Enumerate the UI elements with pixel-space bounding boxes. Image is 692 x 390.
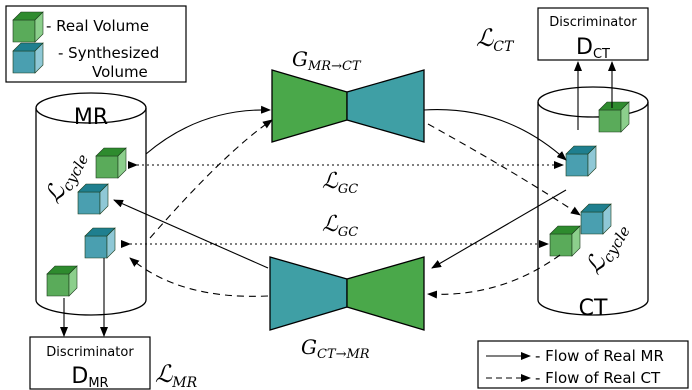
arrow-ct-to-gen-dashed xyxy=(427,254,561,299)
legend-synth-label-1: - Synthesized xyxy=(58,44,159,62)
loss-mr-label: ℒMR xyxy=(155,360,198,390)
arrow-gen-to-mr-solid xyxy=(113,199,269,269)
loss-gc-bottom-label: ℒGC xyxy=(322,212,358,240)
cube-front-face xyxy=(77,191,101,215)
cube-side-face xyxy=(571,225,581,257)
legend-synth-cube-icon xyxy=(12,42,44,74)
cube-side-face xyxy=(106,227,116,259)
mr-synth-volume-lower-icon xyxy=(84,227,116,259)
loss-ct-label: ℒCT xyxy=(476,24,515,55)
generator-mr-to-ct-label: GMR→CT xyxy=(292,47,362,74)
cube-front-face xyxy=(565,153,589,177)
mr-synth-volume-upper-icon xyxy=(77,183,109,215)
arrow-ct-to-gen-solid xyxy=(431,189,567,269)
discriminator-mr-title: Discriminator xyxy=(46,345,134,360)
arrow-gen-to-ct-dashed xyxy=(427,123,581,216)
mr-real-volume-bottom-icon xyxy=(46,265,78,297)
ct-real-volume-top-icon xyxy=(598,101,630,133)
discriminator-ct: Discriminator DCT xyxy=(537,7,649,62)
cube-side-face xyxy=(602,203,612,235)
generator-ct-to-mr-encoder xyxy=(269,256,348,331)
discriminator-mr-symbol: DMR xyxy=(71,364,108,390)
cube-front-face xyxy=(549,233,573,257)
cube-side-face xyxy=(117,147,127,179)
discriminator-mr: Discriminator DMR xyxy=(29,336,151,390)
cube-side-face xyxy=(587,145,597,177)
flow-arrows xyxy=(60,61,616,337)
ct-synth-volume-lower-icon xyxy=(580,203,612,235)
cube-front-face xyxy=(95,155,119,179)
legend-synth-label-2: Volume xyxy=(92,63,148,81)
generator-ct-to-mr-decoder xyxy=(346,256,425,331)
legend-real-mr-flow: - Flow of Real MR xyxy=(535,347,664,365)
ct-real-volume-bottom-icon xyxy=(549,225,581,257)
generator-mr-to-ct: GMR→CT xyxy=(271,47,425,143)
cube-front-face xyxy=(84,235,108,259)
mr-real-volume-top-icon xyxy=(95,147,127,179)
discriminator-ct-box xyxy=(537,7,649,61)
legend-flow: - Flow of Real MR - Flow of Real CT xyxy=(477,340,689,389)
cube-front-face xyxy=(580,211,604,235)
legend-flow-frame xyxy=(477,340,689,389)
legend-volume: - Real Volume - Synthesized Volume xyxy=(5,5,187,83)
cube-side-face xyxy=(620,101,630,133)
cube-side-face xyxy=(34,42,44,74)
loss-gc-top-label: ℒGC xyxy=(322,169,358,197)
arrow-mr-to-gen-solid xyxy=(145,105,271,155)
cube-front-face xyxy=(46,273,70,297)
mr-domain-label: MR xyxy=(74,105,108,130)
discriminator-mr-box xyxy=(29,336,151,390)
cube-side-face xyxy=(99,183,109,215)
generator-ct-to-mr: GCT→MR xyxy=(269,256,425,362)
mr-domain-cylinder: MR xyxy=(35,92,147,316)
cube-side-face xyxy=(34,11,44,43)
generator-mr-to-ct-decoder xyxy=(346,69,425,143)
discriminator-ct-symbol: DCT xyxy=(576,35,610,62)
legend-real-label: - Real Volume xyxy=(46,17,149,35)
generator-mr-to-ct-encoder xyxy=(271,69,348,143)
cube-front-face xyxy=(598,109,622,133)
arrow-gen-to-mr-dashed xyxy=(129,257,269,297)
ct-domain-cylinder: CT xyxy=(537,86,649,321)
generator-ct-to-mr-label: GCT→MR xyxy=(301,335,370,362)
ct-domain-label: CT xyxy=(579,296,608,321)
legend-real-cube-icon xyxy=(12,11,44,43)
cube-front-face xyxy=(12,50,36,74)
discriminator-ct-title: Discriminator xyxy=(549,15,637,30)
cube-front-face xyxy=(12,19,36,43)
cube-side-face xyxy=(68,265,78,297)
arrow-gen-to-ct-solid xyxy=(423,109,567,161)
ct-synth-volume-upper-icon xyxy=(565,145,597,177)
legend-real-ct-flow: - Flow of Real CT xyxy=(535,369,661,387)
